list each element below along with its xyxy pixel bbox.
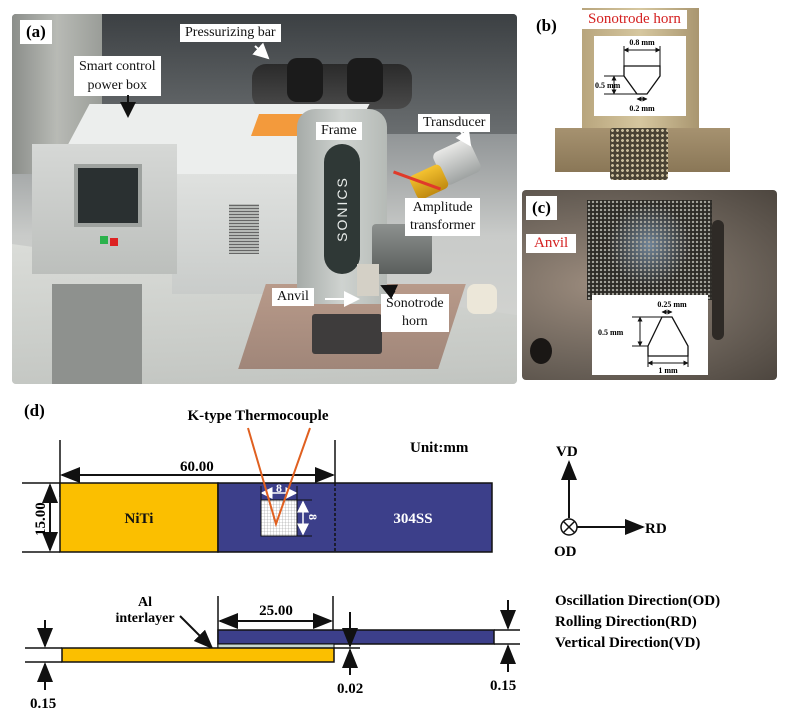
clamp-block — [312, 314, 382, 354]
anvil-knurled-surface — [587, 200, 712, 300]
label-power-box-line2: power box — [87, 78, 148, 93]
niti-label: NiTi — [125, 511, 154, 527]
panel-b-tag: (b) — [536, 16, 557, 35]
table-leg — [52, 284, 142, 384]
label-sonotrode-horn: Sonotrode horn — [381, 294, 449, 332]
panel-c-tag: (c) — [526, 196, 557, 220]
thermocouple-wire — [247, 427, 311, 528]
label-power-box-line1: Smart control — [79, 59, 156, 74]
left-thickness: 0.15 — [30, 696, 56, 712]
panel-c-title: Anvil — [526, 234, 577, 253]
anvil-tooth-profile — [647, 316, 689, 357]
label-amplitude-transformer: Amplitude transformer — [405, 198, 481, 236]
panel-d-tag: (d) — [24, 401, 45, 420]
anvil-height-dim: 0.5 mm — [598, 328, 624, 337]
anvil-slot — [712, 220, 724, 340]
ss-sheet-side — [217, 629, 495, 645]
interlayer-thickness: 0.02 — [337, 681, 363, 697]
od-cross — [562, 520, 576, 534]
compressor-fan — [347, 58, 383, 102]
anvil-hole — [530, 338, 552, 364]
length-dim: 60.00 — [180, 459, 214, 475]
panel-b-dimension-drawing: 0.8 mm 0.5 mm 0.2 mm — [595, 38, 661, 113]
panel-a-arrows — [120, 42, 472, 307]
compressor-fan — [287, 58, 323, 102]
label-amplitude-line1: Amplitude — [412, 200, 473, 215]
label-anvil: Anvil — [272, 288, 314, 306]
ss-sheet-top — [217, 482, 493, 553]
weld-zone-h: 8 — [306, 514, 320, 520]
horn-bottom-dim: 0.2 mm — [629, 104, 655, 113]
panel-a-tag: (a) — [20, 20, 52, 44]
power-box-screen — [74, 164, 142, 227]
right-thickness: 0.15 — [490, 678, 516, 694]
arrow-sonotrode — [380, 284, 399, 300]
sonotrode-tip — [357, 264, 379, 296]
horn-tooth-profile — [623, 65, 661, 95]
interlayer-arrow — [179, 615, 214, 650]
vent-grille — [229, 204, 259, 254]
horn-height-dim: 0.5 mm — [595, 81, 621, 90]
axis-od-label: OD — [554, 544, 577, 560]
label-pressurizing-bar: Pressurizing bar — [180, 24, 281, 42]
width-dim: 15.00 — [33, 502, 49, 536]
pneumatic-fittings — [467, 284, 497, 314]
arrow-pressurizing-bar — [252, 42, 270, 60]
label-frame: Frame — [316, 122, 362, 140]
unit-label: Unit:mm — [410, 440, 469, 456]
axis-vd-label: VD — [556, 444, 578, 460]
pressurizing-bar-device — [252, 64, 412, 109]
panel-c-dimension-drawing: 0.25 mm 0.5 mm 1 mm — [598, 300, 689, 375]
panel-b-title: Sonotrode horn — [582, 10, 687, 29]
green-button — [100, 236, 108, 244]
thermocouple-label: K-type Thermocouple — [188, 408, 329, 424]
label-sonotrode-line2: horn — [401, 314, 428, 329]
niti-sheet-side — [61, 647, 335, 663]
label-amplitude-line2: transformer — [410, 218, 476, 233]
axis-rd-label: RD — [645, 521, 667, 537]
red-button — [110, 238, 118, 246]
niti-sheet-top — [59, 482, 219, 553]
anvil-top-dim: 0.25 mm — [657, 300, 687, 309]
label-power-box: Smart control power box — [74, 56, 161, 96]
overlap-dim: 25.00 — [259, 603, 293, 619]
label-transducer: Transducer — [418, 114, 491, 132]
label-sonotrode-line1: Sonotrode — [386, 296, 444, 311]
legend-od: Oscillation Direction(OD) — [555, 593, 720, 609]
weld-zone-w: 8 — [276, 481, 282, 495]
interlayer-label-line2: interlayer — [115, 611, 174, 626]
horn-knurled-tip — [610, 128, 668, 180]
legend-vd: Vertical Direction(VD) — [555, 635, 700, 651]
arrow-transducer — [455, 128, 472, 147]
horn-top-dim: 0.8 mm — [629, 38, 655, 47]
panel-d-schematic: (d) K-type Thermocouple Unit:mm 60.00 15… — [22, 401, 720, 712]
anvil-bottom-dim: 1 mm — [658, 366, 678, 375]
interlayer-label-line1: Al — [138, 595, 152, 610]
ss-label: 304SS — [393, 511, 432, 527]
sonics-badge: SONICS — [324, 144, 360, 274]
legend-rd: Rolling Direction(RD) — [555, 614, 697, 630]
